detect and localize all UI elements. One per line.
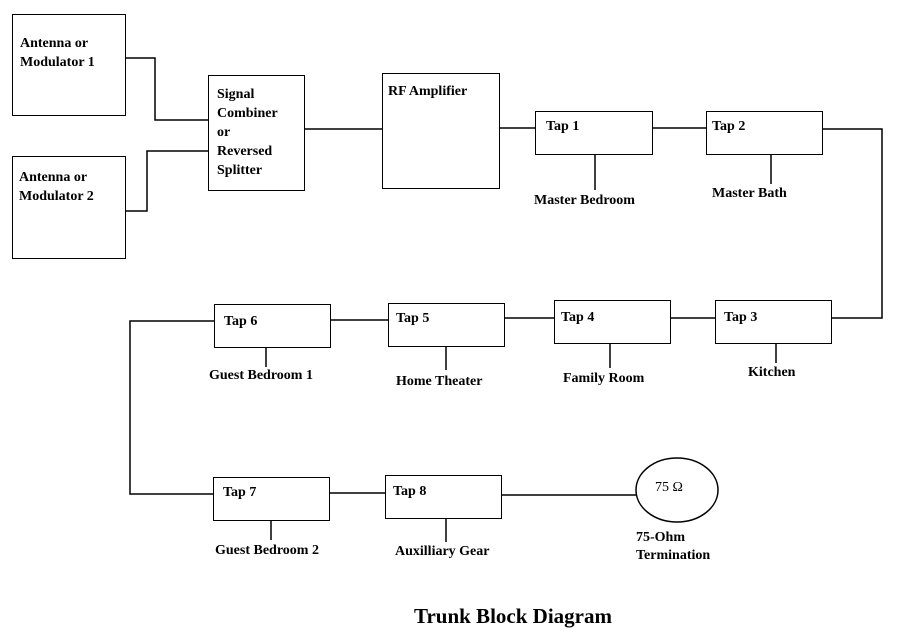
tap-box-2: Tap 2 [706,111,823,155]
room-caption-3: Kitchen [748,365,796,380]
tap-box-8: Tap 8 [385,475,502,519]
diagram-title: Trunk Block Diagram [414,604,612,628]
connector-source1-combiner [125,57,208,121]
room-caption-7: Guest Bedroom 2 [215,543,319,558]
termination-symbol: 75 Ω [655,480,683,495]
room-caption-2: Master Bath [712,186,787,201]
room-caption-8: Auxilliary Gear [395,544,490,559]
tap-box-5: Tap 5 [388,303,505,347]
source-box-2: Antenna or Modulator 2 [12,156,126,259]
tap-box-6: Tap 6 [214,304,331,348]
tap-label-5: Tap 5 [396,311,430,326]
tap-box-7: Tap 7 [213,477,330,521]
tap-box-1: Tap 1 [535,111,653,155]
tap-box-3: Tap 3 [715,300,832,344]
tap-label-6: Tap 6 [224,314,258,329]
room-caption-4: Family Room [563,371,645,386]
tap-label-2: Tap 2 [712,119,746,134]
room-caption-6: Guest Bedroom 1 [209,368,313,383]
connector-source2-combiner [125,150,208,212]
tap-label-8: Tap 8 [393,484,427,499]
tap-box-4: Tap 4 [554,300,671,344]
tap-label-1: Tap 1 [546,119,580,134]
tap-label-3: Tap 3 [724,310,758,325]
source-label-2: Antenna or Modulator 2 [19,170,94,204]
amplifier-label: RF Amplifier [388,84,468,99]
combiner-box: Signal Combiner or Reversed Splitter [208,75,305,191]
tap-label-7: Tap 7 [223,485,257,500]
combiner-label: Signal Combiner or Reversed Splitter [217,87,278,178]
termination-caption: 75-Ohm Termination [636,530,711,563]
amplifier-box: RF Amplifier [382,73,500,189]
source-label-1: Antenna or Modulator 1 [20,36,95,70]
tap-label-4: Tap 4 [561,310,595,325]
termination-ellipse [635,457,719,523]
room-caption-5: Home Theater [396,374,483,389]
room-caption-1: Master Bedroom [534,193,635,208]
connector-tap2-tap3 [822,128,883,319]
connector-tap6-tap7 [129,320,214,495]
source-box-1: Antenna or Modulator 1 [12,14,126,116]
